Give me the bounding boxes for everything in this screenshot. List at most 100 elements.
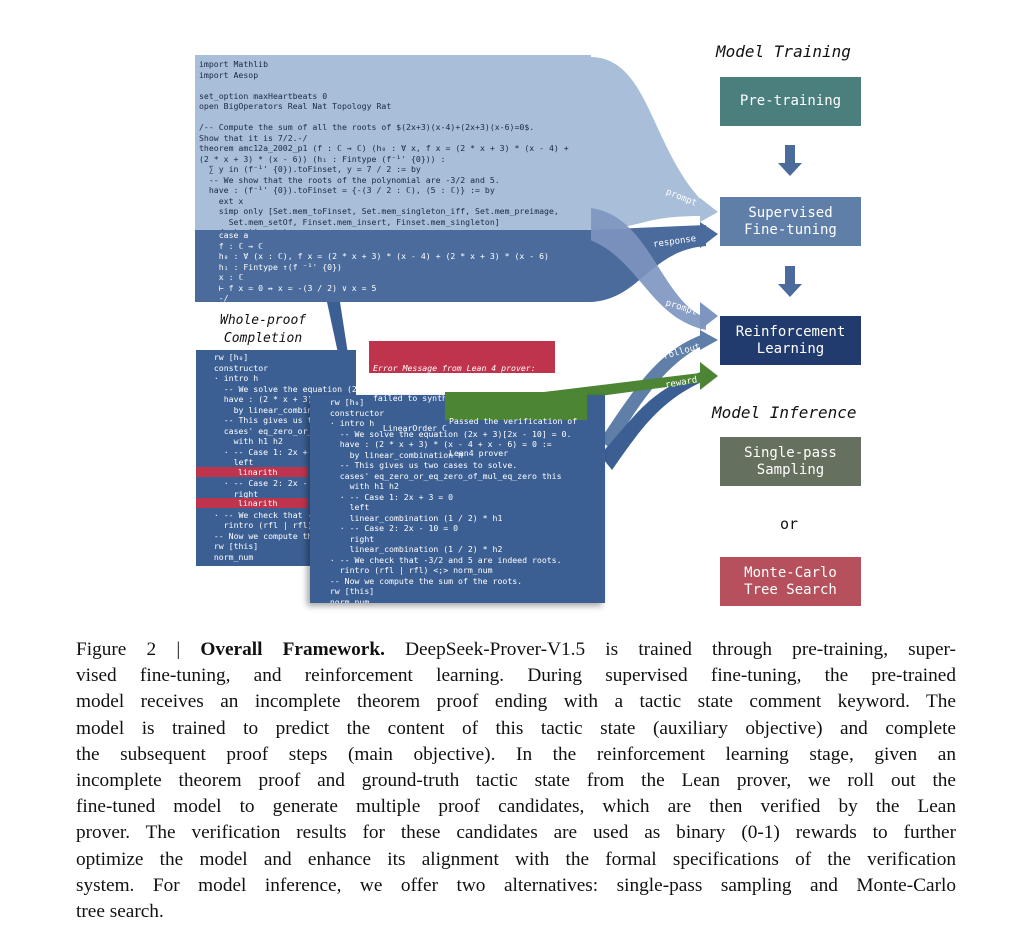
code-line: · intro h [204,373,259,383]
back-linarith-1: linarith [238,467,278,477]
code-line: · -- Case 1: 2x + 3 = 0 [320,491,454,502]
code-line: -- We solve the equation (2x + 3)[2x - 1… [223,383,356,394]
code-line: linear_combination (1 / 2) * h1 [320,512,503,523]
caption-line-3: model receives an incomplete theorem pro… [76,691,956,713]
caption-line-6: incomplete theorem proof and ground-trut… [76,769,956,791]
code-line: constructor [320,407,385,418]
caption-line-7: fine-tuned model to generate multiple pr… [76,796,956,818]
code-line [199,112,591,123]
code-line: · -- We check that -3/2 and 5 are indeed… [320,554,562,565]
code-line: -- We show that the roots of the polynom… [199,174,500,185]
prompt2-stream [590,208,706,330]
caption-line-1: Figure 2 | Overall Framework. DeepSeek-P… [76,637,956,663]
code-line: right [320,533,375,544]
mcts-box: Monte-Carlo Tree Search [720,557,861,606]
code-line: -/ [199,293,229,303]
code-line: f : ℂ → ℂ [199,240,264,251]
code-line: norm_num [204,551,254,562]
pass-line-1: Passed the verification of [449,416,578,426]
response-code-block: case a f : ℂ → ℂ h₀ : ∀ (x : ℂ), f x = (… [195,230,591,303]
arrowhead-prompt [700,198,718,222]
code-line: rintro (rfl | rfl) <;> norm_num [320,565,493,575]
code-line: set_option maxHeartbeats 0 [199,90,328,101]
code-line: right [204,488,259,499]
code-line: · intro h [320,418,375,428]
code-line: rw [h₀] [204,352,249,362]
caption-line-2: vised fine-tuning, and reinforcement lea… [76,665,956,687]
error-title: Error Message from Lean 4 prover: [373,363,536,373]
code-line: -- We solve the equation (2x + 3)[2x - 1… [320,428,572,439]
error-highlight-2 [196,498,308,508]
caption-line-10: system. For model inference, we offer tw… [76,874,956,896]
code-line: cases' eq_zero_or_eq_zero_of_mul_eq_zero… [320,470,562,481]
code-line: open BigOperators Real Nat Topology Rat [199,101,392,111]
prompt-stream [590,57,706,230]
code-line: x : ℂ [199,272,244,282]
pass-verification-box: Passed the verification of Lean4 prover [445,392,587,458]
caption-line-9: optimize the model and enhance its align… [76,848,956,870]
error-highlight-1 [196,467,308,477]
code-line: with h1 h2 [320,481,399,491]
error-message-box: Error Message from Lean 4 prover: failed… [369,341,555,433]
down-arrow-2 [778,266,802,297]
code-line: -- This gives us two cases to solve. [320,460,518,470]
figure-caption: Figure 2 | Overall Framework. DeepSeek-P… [76,637,956,925]
code-line: ⊢ f x = 0 ↔ x = -(3 / 2) ∨ x = 5 [199,282,377,293]
code-line: case a [199,230,249,240]
arrowhead-rollout [700,330,718,350]
code-line: Set.mem_setOf, Finset.mem_insert, Finset… [199,216,500,227]
sft-box: Supervised Fine-tuning [720,197,861,246]
code-line: rw [this] [320,586,375,596]
code-line: cases' eq_zero_or_eq_zero_of_mul_eq_zero… [223,425,356,436]
single-pass-box: Single-pass Sampling [720,437,861,486]
code-line: h₀ : ∀ (x : ℂ), f x = (2 * x + 3) * (x -… [199,251,549,261]
caption-line-5: the subsequent proof steps (main objecti… [76,743,956,765]
arrowhead-reward [700,362,718,390]
rl-box: Reinforcement Learning [720,316,861,365]
code-line [199,80,591,91]
pretraining-box: Pre-training [720,77,861,126]
whole-proof-label: Whole-proof Completion [220,313,307,346]
model-inference-heading: Model Inference [712,403,857,422]
code-line: with h1 h2 [204,436,283,446]
code-line: h₁ : Fintype ↑(f ⁻¹' {0}) [199,261,342,272]
front-proof-block: rw [h₀] constructor · intro h -- We solv… [310,395,605,603]
caption-figure-label: Figure 2 | [76,639,201,660]
code-line: ∑ y in (f⁻¹' {0}).toFinset, y = 7 / 2 :=… [199,164,421,174]
code-line: (2 * x + 3) * (x - 6)) (h₁ : Fintype (f⁻… [199,153,446,164]
code-line: constructor [204,362,269,373]
code-line: left [320,502,370,512]
rollout-stream [600,333,706,450]
code-line: linear_combination (1 / 2) * h2 [320,544,503,554]
code-line: · -- Case 2: 2x - 10 = 0 [320,523,459,533]
code-line: have : (f⁻¹' {0}).toFinset = {-(3 / 2 : … [199,185,495,195]
code-line: rw [this] [204,541,259,551]
code-line: -- Now we compute the sum of the roots. [320,575,523,586]
back-linarith-2: linarith [238,498,278,508]
code-line: rw [h₀] [320,397,365,407]
code-line: Show that it is 7/2.-/ [199,132,308,143]
pass-line-2: Lean4 prover [449,447,509,458]
down-arrow-1 [778,145,802,176]
error-line-2: LinearOrder ℂ [373,423,447,433]
reward-stream [600,370,706,470]
code-line: /-- Compute the sum of all the roots of … [199,122,535,132]
or-label: or [780,515,799,533]
arrowhead-response [700,222,718,248]
code-line: simp only [Set.mem_toFinset, Set.mem_sin… [199,206,559,216]
caption-line-1-text: DeepSeek-Prover-V1.5 is trained through … [384,639,956,660]
arrowhead-prompt2 [700,302,718,330]
code-line: ext x [199,195,244,206]
code-line: have : (2 * x + 3) * (x - 4 + x - 6) = 0… [320,439,552,449]
caption-bold-title: Overall Framework. [200,639,385,660]
code-line: left [204,457,254,467]
caption-line-8: prover. The verification results for the… [76,822,956,844]
code-line: import Mathlib [199,59,269,69]
code-line: theorem amc12a_2002_p1 (f : ℂ → ℂ) (h₀ :… [199,143,569,153]
caption-line-11: tree search. [76,900,164,922]
model-training-heading: Model Training [716,42,851,61]
code-line: import Aesop [199,69,259,80]
code-line: norm_num [320,596,370,604]
